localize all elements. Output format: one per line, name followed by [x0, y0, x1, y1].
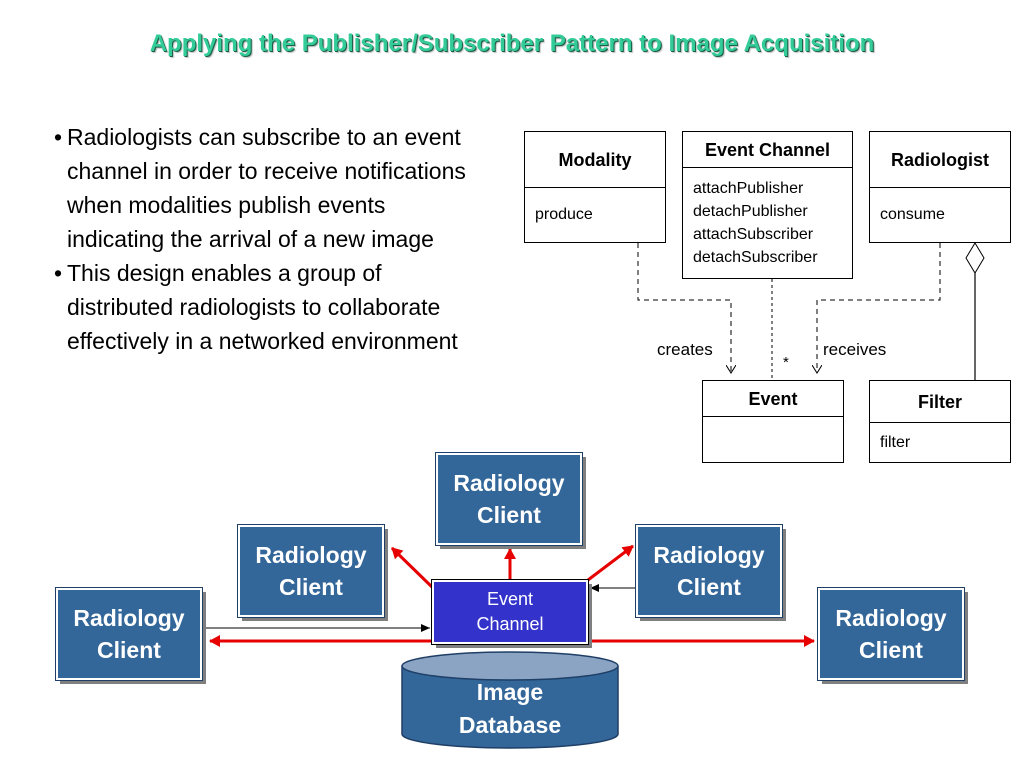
client-label-line2: Client — [97, 637, 161, 663]
channel-label-line1: Event — [486, 589, 534, 609]
uml-operation: filter — [880, 434, 911, 451]
radiologist-filter-aggregation — [965, 242, 985, 380]
bullet-item: This design enables a group of distribut… — [50, 256, 470, 358]
image-database-cylinder — [401, 651, 619, 749]
bullet-list: Radiologists can subscribe to an event c… — [50, 120, 470, 358]
client-label-line1: Radiology — [653, 542, 765, 568]
database-label-line2: Database — [458, 712, 562, 738]
client-label-line2: Client — [859, 637, 923, 663]
uml-class-name: Event — [703, 381, 843, 417]
database-label-line1: Image — [476, 679, 544, 705]
uml-class-name: Filter — [870, 381, 1010, 423]
radiologist-receives-event-line — [817, 243, 941, 373]
client-label-line1: Radiology — [835, 605, 947, 631]
uml-class-name: Radiologist — [870, 132, 1010, 188]
uml-operation: attachPublisher — [693, 180, 804, 197]
uml-operation: detachSubscriber — [693, 249, 818, 266]
uml-class-event-channel: Event Channel attachPublisher detachPubl… — [682, 131, 853, 279]
client-label-line2: Client — [477, 502, 541, 528]
multiplicity-label: * — [783, 354, 789, 371]
channel-to-client-right-arrow — [587, 544, 634, 582]
client-label-line1: Radiology — [453, 470, 565, 496]
uml-class-name: Event Channel — [683, 132, 852, 168]
channel-to-client-left-arrow — [390, 546, 434, 589]
uml-class-event: Event — [702, 380, 844, 463]
channel-label-line2: Channel — [476, 614, 544, 634]
client-label-line1: Radiology — [255, 542, 367, 568]
client-label-line1: Radiology — [73, 605, 185, 631]
uml-class-radiologist: Radiologist consume — [869, 131, 1011, 243]
slide-title: Applying the Publisher/Subscriber Patter… — [149, 30, 875, 57]
uml-class-modality: Modality produce — [524, 131, 666, 243]
bullet-item: Radiologists can subscribe to an event c… — [50, 120, 470, 256]
uml-operation: produce — [535, 206, 593, 223]
uml-operation: consume — [880, 206, 945, 223]
modality-creates-event-line — [637, 243, 731, 373]
client-label-line2: Client — [279, 574, 343, 600]
client-label-line2: Client — [677, 574, 741, 600]
uml-class-filter: Filter filter — [869, 380, 1011, 463]
receives-label: receives — [823, 340, 887, 359]
creates-label: creates — [657, 340, 713, 359]
uml-operation: attachSubscriber — [693, 226, 814, 243]
uml-operation: detachPublisher — [693, 203, 808, 220]
uml-class-name: Modality — [525, 132, 665, 188]
